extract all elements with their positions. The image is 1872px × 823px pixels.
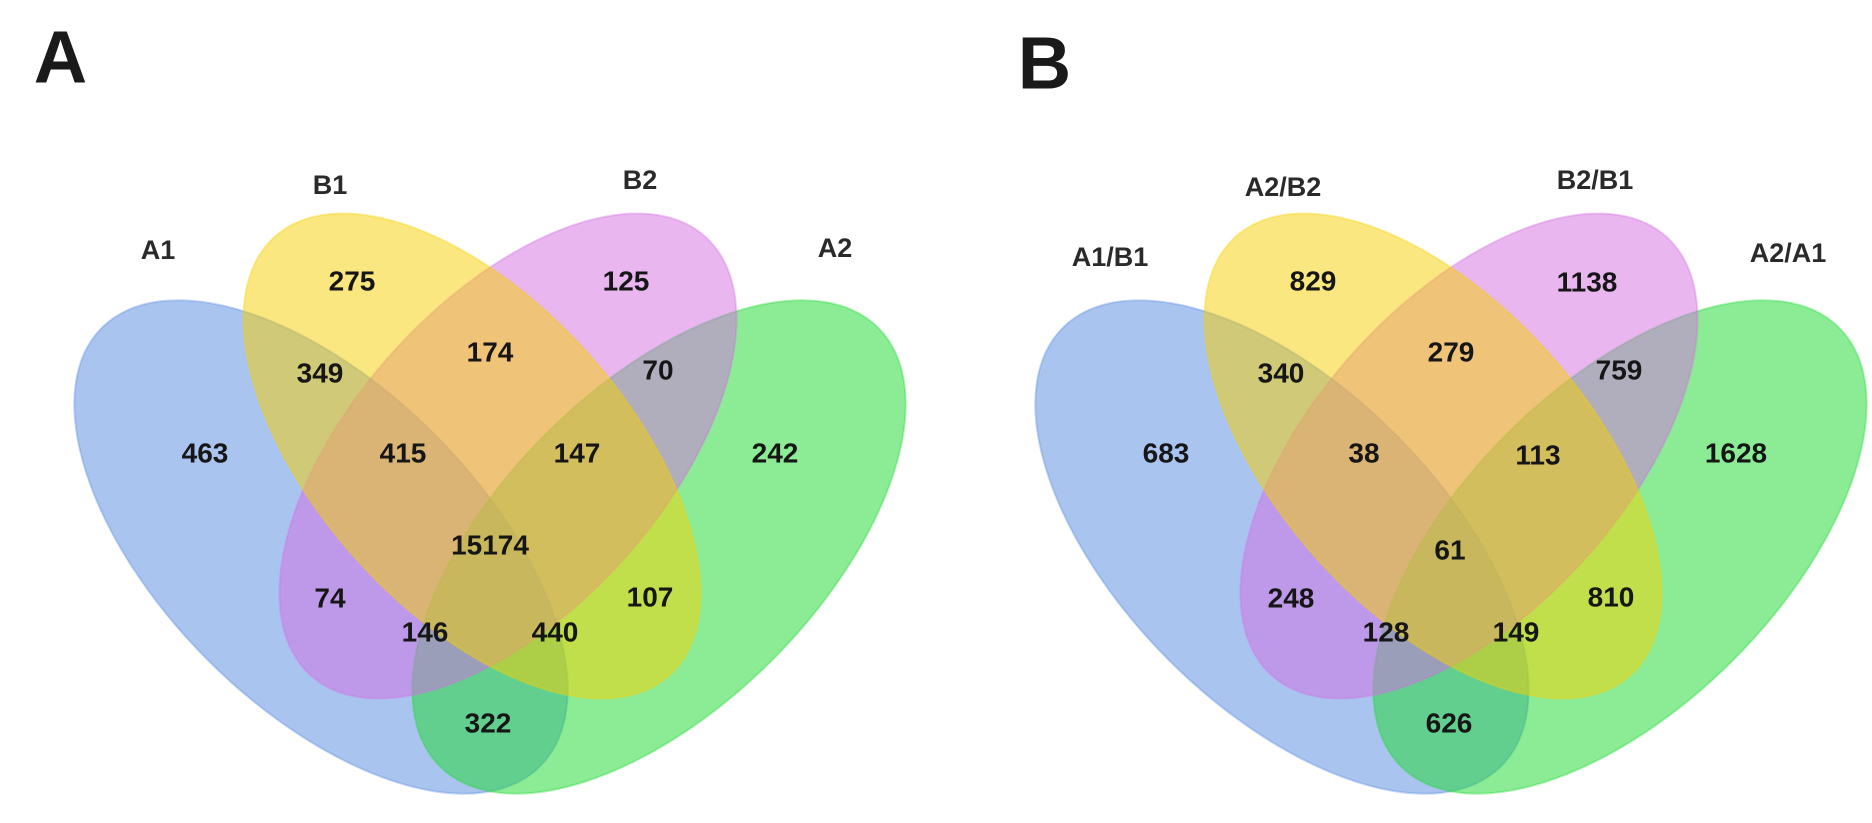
panel-b-count-a1b1-only: 683	[1143, 438, 1190, 469]
panel-a-count-a1-a2: 322	[465, 708, 512, 739]
panel-a-count-b2-only: 125	[603, 266, 650, 297]
panel-a-count-b1-only: 275	[329, 266, 376, 297]
panel-b-label-a2b2: A2/B2	[1245, 172, 1322, 202]
panel-b-count-b2b1-only: 1138	[1557, 267, 1618, 298]
panel-a-count-a1-b2: 74	[314, 583, 346, 614]
panel-a-ellipse-b1	[242, 212, 702, 700]
panel-b-count-r123: 38	[1348, 438, 1379, 469]
panel-b-count-r24: 810	[1588, 582, 1635, 613]
panel-a-count-center: 15174	[451, 530, 529, 561]
panel-a-count-a1-b1: 349	[297, 358, 344, 389]
panel-b-count-center: 61	[1434, 535, 1465, 566]
panel-a-count-a1-b1-a2: 440	[532, 617, 579, 648]
panel-a-label-b2: B2	[623, 165, 658, 195]
panel-a-label-b1: B1	[313, 170, 348, 200]
panel-a-count-b2-a2: 70	[642, 355, 673, 386]
panel-b-label-a1b1: A1/B1	[1072, 242, 1149, 272]
panel-a-label-a1: A1	[141, 235, 176, 265]
panel-b-count-r23: 279	[1428, 337, 1475, 368]
panel-b-count-a2a1-only: 1628	[1705, 438, 1767, 469]
panel-b-ellipse-a2b2	[1203, 212, 1663, 700]
panel-a-count-b1-b2: 174	[467, 337, 514, 368]
panel-b-count-r134: 128	[1363, 617, 1410, 648]
panel-a-letter: A	[34, 16, 88, 99]
panel-a-count-a1-b2-a2: 146	[402, 617, 449, 648]
panel-b-count-r14: 626	[1426, 708, 1473, 739]
panel-b-count-a2b2-only: 829	[1290, 266, 1337, 297]
panel-b-letter: B	[1018, 22, 1072, 105]
panel-a-count-a1-b1-b2: 415	[380, 438, 427, 469]
panel-b-count-r12: 340	[1258, 358, 1305, 389]
panel-a-label-a2: A2	[818, 233, 853, 263]
panel-b-count-r234: 113	[1515, 440, 1560, 471]
panel-a-count-b1-b2-a2: 147	[554, 438, 601, 469]
panel-b-label-a2a1: A2/A1	[1750, 238, 1827, 268]
panel-b-count-r13: 248	[1268, 583, 1315, 614]
panel-b: B A1/B1 A2/B2 B2/B1 A2/A1 683 829 1138 1…	[1018, 22, 1868, 795]
panel-b-label-b2b1: B2/B1	[1557, 165, 1634, 195]
panel-b-count-r124: 149	[1493, 617, 1540, 648]
panel-a: A A1 B1 B2 A2 463 275 125 242 349 174 70…	[34, 16, 907, 795]
panel-a-count-a2-only: 242	[752, 438, 799, 469]
panel-b-count-r34: 759	[1596, 355, 1643, 386]
panel-a-count-b1-a2: 107	[627, 582, 674, 613]
panel-a-count-a1-only: 463	[182, 438, 229, 469]
